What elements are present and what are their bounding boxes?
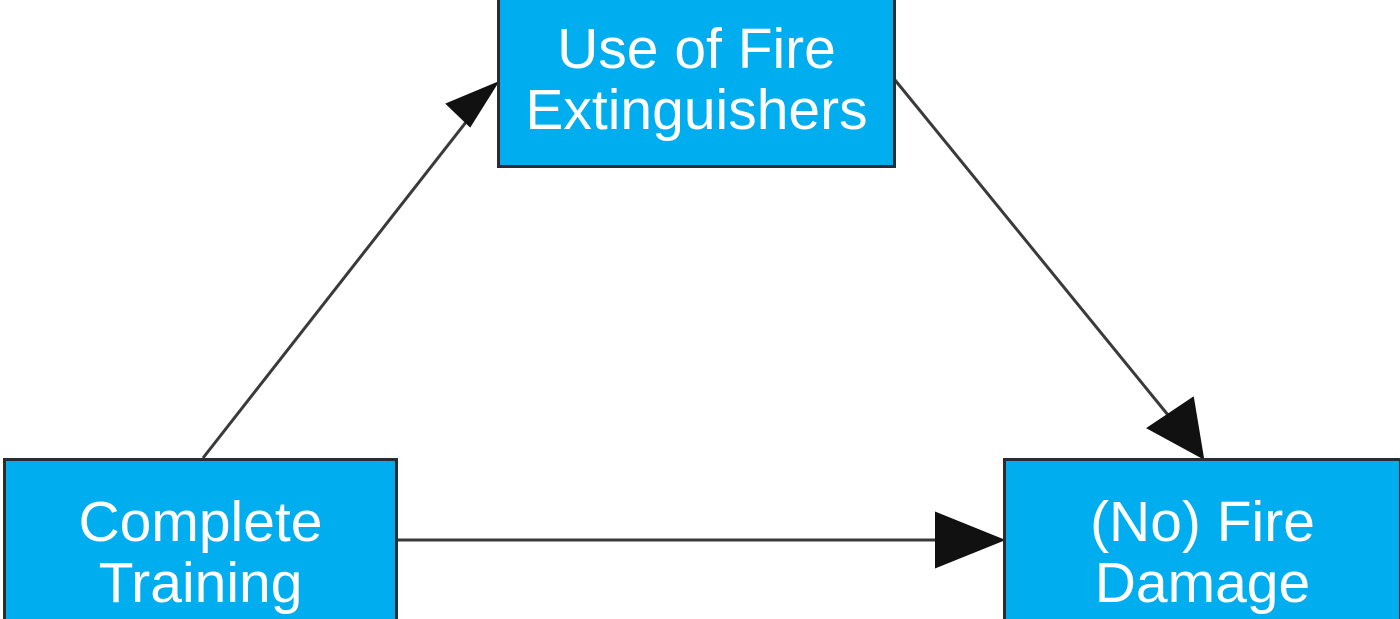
node-label-line: Complete: [78, 490, 323, 555]
node-complete-training[interactable]: Complete Training: [3, 458, 398, 619]
edge-extinguishers-to-damage: [893, 79, 1205, 460]
edge-training-to-damage: [397, 511, 1006, 569]
arrowhead-icon: [1146, 396, 1205, 460]
node-use-of-fire-extinguishers[interactable]: Use of Fire Extinguishers: [497, 0, 896, 168]
node-label-line: (No) Fire: [1090, 490, 1315, 555]
node-label-line: Use of Fire: [557, 17, 836, 82]
node-label-line: Training: [98, 551, 303, 615]
node-label-line: Damage: [1094, 551, 1311, 615]
arrowhead-icon: [935, 511, 1006, 569]
edge-training-to-extinguishers: [201, 80, 500, 459]
arrowhead-icon: [445, 80, 500, 128]
node-no-fire-damage[interactable]: (No) Fire Damage: [1003, 458, 1400, 619]
node-label-line: Extinguishers: [525, 78, 868, 142]
